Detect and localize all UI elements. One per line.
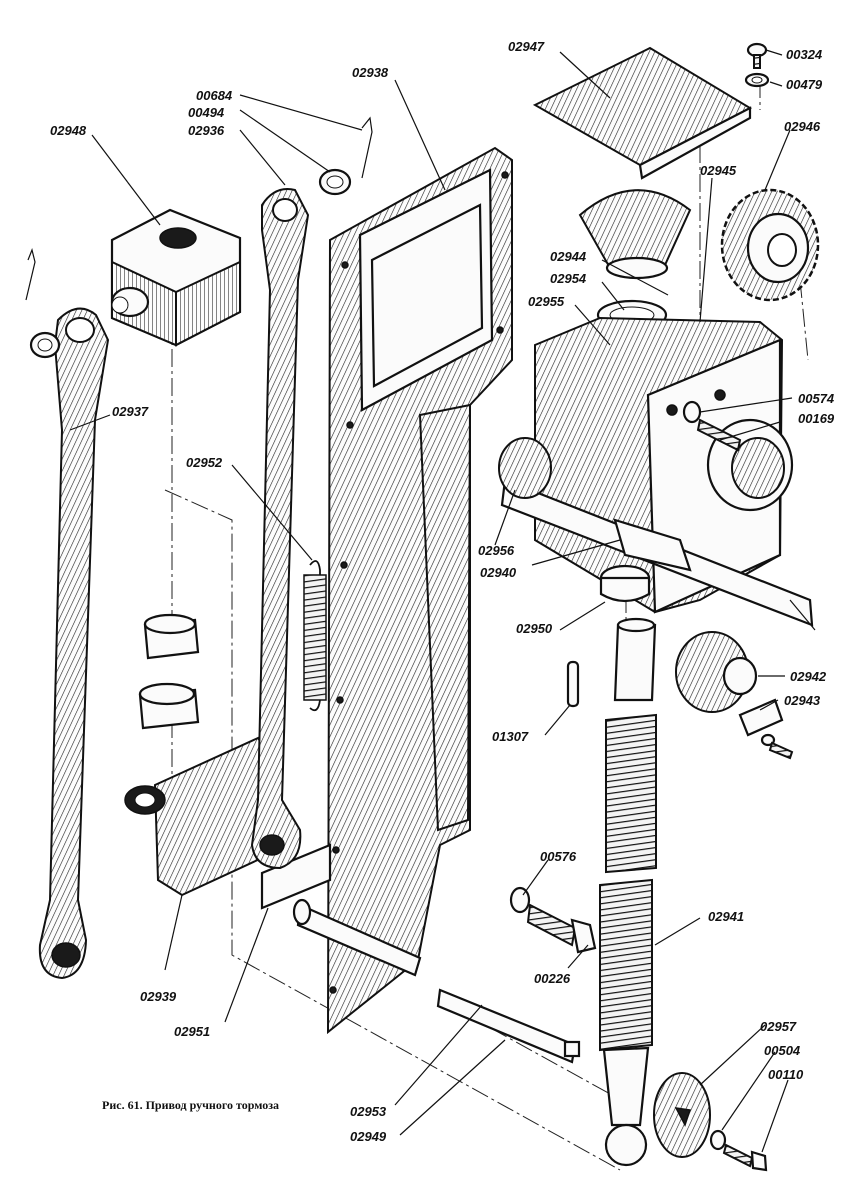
label-00684: 00684 <box>196 88 233 103</box>
label-02940: 02940 <box>480 565 517 580</box>
bolt-00169 <box>682 400 742 452</box>
bushing-02950 <box>599 564 651 603</box>
label-02938: 02938 <box>352 65 389 80</box>
label-02943: 02943 <box>784 693 821 708</box>
disc-02957-bolt-00110 <box>653 1072 768 1172</box>
label-02953: 02953 <box>350 1104 387 1119</box>
leader-lines <box>69 49 793 1153</box>
label-02954: 02954 <box>550 271 587 286</box>
label-02951: 02951 <box>174 1024 211 1039</box>
link-02936 <box>250 188 310 870</box>
link-02937 <box>38 307 110 980</box>
nut-02942 <box>675 631 758 713</box>
screw-shaft-02941 <box>599 617 657 1167</box>
label-00574: 00574 <box>798 391 835 406</box>
label-02957: 02957 <box>760 1019 797 1034</box>
label-00479: 00479 <box>786 77 823 92</box>
spring-02952 <box>303 560 327 712</box>
label-02949: 02949 <box>350 1129 387 1144</box>
cover-02947 <box>532 46 753 180</box>
label-00169: 00169 <box>798 411 835 426</box>
block-02948 <box>110 208 242 347</box>
label-02939: 02939 <box>140 989 177 1004</box>
label-00110: 00110 <box>768 1067 804 1082</box>
bolt-00226 <box>509 886 597 954</box>
label-02947: 02947 <box>508 39 545 54</box>
screw-00324-washer-00479 <box>744 42 770 88</box>
key-01307 <box>566 660 580 708</box>
label-02945: 02945 <box>700 163 737 178</box>
bevel-gear <box>578 189 692 280</box>
label-02937: 02937 <box>112 404 149 419</box>
label-00226: 00226 <box>534 971 571 986</box>
gear-02946 <box>720 188 820 302</box>
shaft-02940 <box>498 437 816 631</box>
label-00576: 00576 <box>540 849 577 864</box>
small-parts-upper-left <box>25 116 373 359</box>
rod-02949 <box>292 898 581 1064</box>
label-02956: 02956 <box>478 543 515 558</box>
bushings <box>138 613 200 730</box>
label-00494: 00494 <box>188 105 225 120</box>
label-02948: 02948 <box>50 123 87 138</box>
label-00504: 00504 <box>764 1043 801 1058</box>
label-02942: 02942 <box>790 669 827 684</box>
label-02950: 02950 <box>516 621 553 636</box>
label-01307: 01307 <box>492 729 529 744</box>
main-plate-02938 <box>326 146 513 1035</box>
label-00324: 00324 <box>786 47 823 62</box>
label-02952: 02952 <box>186 455 223 470</box>
lockplate-02943 <box>738 698 794 760</box>
label-02944: 02944 <box>550 249 587 264</box>
bracket-02939 <box>124 736 332 910</box>
label-02941: 02941 <box>708 909 745 924</box>
label-02936: 02936 <box>188 123 225 138</box>
label-02946: 02946 <box>784 119 821 134</box>
figure-caption: Рис. 61. Привод ручного тормоза <box>102 1098 280 1112</box>
label-02955: 02955 <box>528 294 565 309</box>
